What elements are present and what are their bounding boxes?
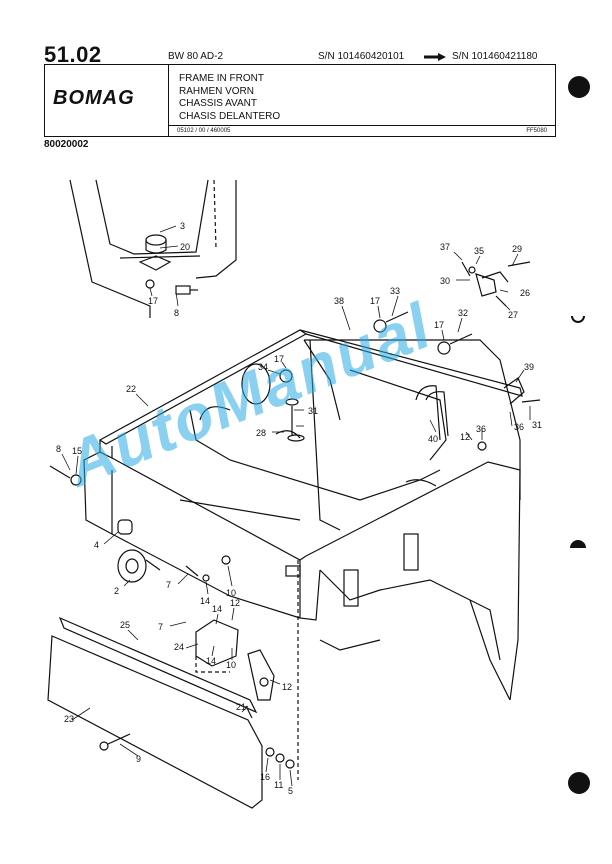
callout-label: 33: [390, 286, 400, 296]
callout-label: 9: [136, 754, 141, 764]
callout-label: 28: [256, 428, 266, 438]
callout-label: 12: [282, 682, 292, 692]
callout-label: 2: [114, 586, 119, 596]
callout-label: 8: [174, 308, 179, 318]
callout-label: 36: [514, 422, 524, 432]
callout-label: 35: [474, 246, 484, 256]
callout-label: 23: [64, 714, 74, 724]
serial-to: S/N 101460421180: [452, 51, 538, 62]
callout-label: 17: [148, 296, 158, 306]
callout-label: 17: [370, 296, 380, 306]
page-code: 05102 / 00 / 460005: [177, 128, 231, 134]
callout-label: 34: [258, 362, 268, 372]
callout-label: 7: [158, 622, 163, 632]
callout-label: 14: [206, 656, 216, 666]
callout-label: 14: [200, 596, 210, 606]
callout-labels: 3 20 17 8 37 35 29 30 26 27 38 17 33 17 …: [56, 221, 542, 796]
document-number: 80020002: [44, 139, 89, 150]
callout-label: 12: [460, 432, 470, 442]
divider: [169, 125, 555, 126]
callout-label: 32: [458, 308, 468, 318]
callout-label: 20: [180, 242, 190, 252]
callout-label: 36: [476, 424, 486, 434]
callout-label: 24: [174, 642, 184, 652]
callout-label: 14: [212, 604, 222, 614]
header-box: BOMAG FRAME IN FRONT RAHMEN VORN CHASSIS…: [44, 64, 556, 137]
page-ref: FF5080: [526, 128, 547, 134]
callout-label: 8: [56, 444, 61, 454]
callout-label: 11: [274, 780, 283, 790]
section-number: 51.02: [44, 42, 102, 67]
callout-label: 29: [512, 244, 522, 254]
callout-label: 21: [236, 702, 246, 712]
callout-label: 25: [120, 620, 130, 630]
callout-label: 17: [434, 320, 444, 330]
callout-label: 15: [72, 446, 82, 456]
callout-label: 12: [230, 598, 240, 608]
title-block: FRAME IN FRONT RAHMEN VORN CHASSIS AVANT…: [179, 73, 280, 123]
title-fr: CHASSIS AVANT: [179, 98, 257, 109]
callout-label: 38: [334, 296, 344, 306]
callout-label: 22: [126, 384, 136, 394]
model-name: BW 80 AD-2: [168, 51, 224, 62]
callout-label: 31: [308, 406, 318, 416]
callout-label: 10: [226, 660, 236, 670]
callout-label: 7: [166, 580, 171, 590]
callout-label: 26: [520, 288, 530, 298]
title-en: FRAME IN FRONT: [179, 73, 264, 84]
bomag-logo: BOMAG: [53, 87, 135, 109]
callout-label: 10: [226, 588, 236, 598]
arrow-right-icon: [424, 53, 446, 61]
logo-cell: BOMAG: [45, 65, 169, 136]
serial-from: S/N 101460420101: [318, 51, 405, 62]
callout-label: 16: [260, 772, 270, 782]
callout-label: 27: [508, 310, 518, 320]
callout-label: 30: [440, 276, 450, 286]
callout-label: 40: [428, 434, 438, 444]
callout-label: 37: [440, 242, 450, 252]
title-es: CHASIS DELANTERO: [179, 110, 281, 122]
title-de: RAHMEN VORN: [179, 85, 255, 97]
callout-label: 39: [524, 362, 534, 372]
binder-hole-bottom: [568, 772, 590, 794]
callout-label: 17: [274, 354, 284, 364]
callout-label: 4: [94, 540, 99, 550]
callout-label: 31: [532, 420, 542, 430]
callout-label: 5: [288, 786, 293, 796]
binder-hole-top: [568, 76, 590, 98]
callout-label: 3: [180, 221, 185, 231]
